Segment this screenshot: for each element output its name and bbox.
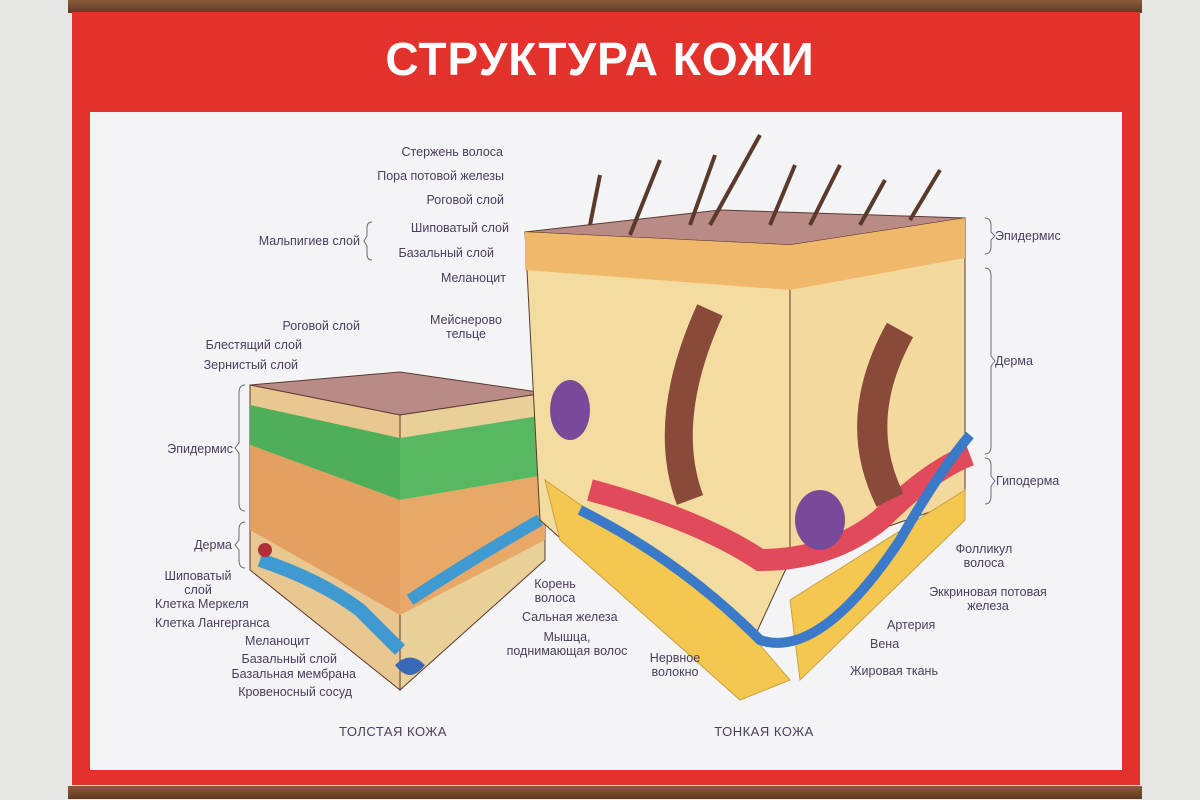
thin-skin-block xyxy=(524,134,975,701)
label-langerhans-cell: Клетка Лангерганса xyxy=(155,616,270,630)
label-merkel-cell: Клетка Меркеля xyxy=(155,597,249,611)
label-basement-membrane: Базальная мембрана xyxy=(231,667,356,681)
label-hair-follicle: Фолликул волоса xyxy=(955,542,1013,570)
thick-skin-block xyxy=(249,371,546,692)
label-thick-basal: Базальный слой xyxy=(241,652,337,666)
label-basal-layer: Базальный слой xyxy=(398,246,494,260)
label-meissner-corpuscle: Мейснерово тельце xyxy=(430,313,502,341)
label-spinous-layer: Шиповатый слой xyxy=(410,221,509,235)
bottom-wooden-rail xyxy=(68,786,1142,799)
label-thick-dermis: Дерма xyxy=(194,538,232,552)
label-nerve-fiber: Нервное волокно xyxy=(649,651,701,679)
label-artery: Артерия xyxy=(887,618,936,632)
label-thick-epidermis: Эпидермис xyxy=(167,442,233,456)
label-eccrine-gland: Эккриновая потовая железа xyxy=(929,585,1047,613)
poster-title: СТРУКТУРА КОЖИ xyxy=(385,33,815,85)
label-epidermis: Эпидермис xyxy=(995,229,1061,243)
label-sebaceous-gland: Сальная железа xyxy=(522,610,618,624)
caption-thin-skin: ТОНКАЯ КОЖА xyxy=(714,724,814,739)
label-malpighian-layer: Мальпигиев слой xyxy=(258,234,360,248)
label-adipose-tissue: Жировая ткань xyxy=(850,664,938,678)
top-wooden-rail xyxy=(68,0,1142,13)
label-hypodermis: Гиподерма xyxy=(996,474,1060,488)
label-thick-melanocyte: Меланоцит xyxy=(244,634,310,648)
label-vein: Вена xyxy=(870,637,900,651)
label-sweat-pore: Пора потовой железы xyxy=(377,169,504,183)
label-stratum-granulosum: Зернистый слой xyxy=(203,358,298,372)
bracket-lines xyxy=(234,217,996,569)
caption-thick-skin: ТОЛСТАЯ КОЖА xyxy=(339,724,447,739)
label-hair-root: Корень волоса xyxy=(534,577,576,605)
label-blood-vessel: Кровеносный сосуд xyxy=(238,685,352,699)
label-thick-spinous: Шиповатый слой xyxy=(164,569,232,597)
label-dermis: Дерма xyxy=(995,354,1033,368)
label-thick-stratum-corneum: Роговой слой xyxy=(282,319,360,333)
label-hair-shaft: Стержень волоса xyxy=(401,145,503,159)
label-stratum-lucidum: Блестящий слой xyxy=(205,338,302,352)
label-arrector-muscle: Мышца, поднимающая волос xyxy=(506,630,628,658)
label-melanocyte: Меланоцит xyxy=(440,271,506,285)
label-stratum-corneum: Роговой слой xyxy=(426,193,504,207)
